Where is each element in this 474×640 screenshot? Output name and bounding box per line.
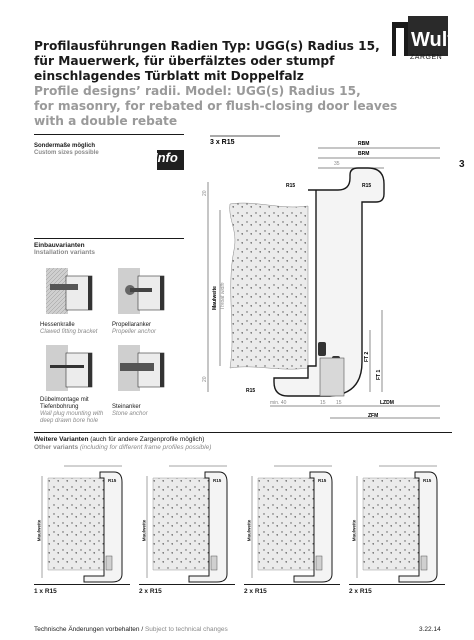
main-title: 3 x R15 <box>210 139 235 146</box>
install-1-de: Hessenkralle <box>40 322 75 328</box>
installation-title-en: Installation variants <box>34 249 96 256</box>
variant-radius-label: R15 <box>213 478 222 483</box>
footer-code: 3.22.14 <box>419 626 441 633</box>
main-drawing: 3 x R15 RBM BRM 35 R15 R15 R15 Maulweite… <box>200 130 452 430</box>
variant-caption: 1 x R15 <box>34 588 57 595</box>
install-1-en: Clawed fitting bracket <box>40 329 98 335</box>
variant-caption-rule <box>244 584 340 585</box>
install-2-en: Propeller anchor <box>112 329 157 335</box>
label-brm: BRM <box>358 151 369 157</box>
install-thumb-3 <box>40 343 100 393</box>
more-note-de: (auch für andere Zargenprofile möglich) <box>90 436 205 443</box>
install-2-de: Propellaranker <box>112 322 152 328</box>
label-r15-b: R15 <box>362 183 371 189</box>
variant-caption: 2 x R15 <box>349 588 372 595</box>
install-thumb-2 <box>112 266 172 316</box>
more-variants-header: Weitere Varianten (auch für andere Zarge… <box>34 436 204 444</box>
variant-caption: 2 x R15 <box>139 588 162 595</box>
label-ft2: FT 2 <box>364 352 370 362</box>
variant-side-label: Maulweite <box>246 519 252 542</box>
label-zfm: ZFM <box>368 413 378 419</box>
label-lzdm: LZDM <box>380 400 394 406</box>
variant-side-label: Maulweite <box>351 519 357 542</box>
install-4-en: Stone anchor <box>112 411 148 417</box>
page-tab: 3 <box>459 159 465 170</box>
info-en: Custom sizes possible <box>34 150 99 156</box>
label-15b: 15 <box>336 400 342 406</box>
info-tag: Info <box>154 150 178 165</box>
info-box: Sondermaße möglich Custom sizes possible… <box>34 134 184 170</box>
install-4-de: Steinanker <box>112 404 141 410</box>
label-throat-width: Throat width <box>220 282 226 310</box>
label-min40: min. 40 <box>270 400 287 406</box>
footer-en: Subject to technical changes <box>144 626 228 633</box>
more-variants-header-en: Other variants (including for different … <box>34 444 211 452</box>
logo-sub: ZARGEN <box>410 54 443 61</box>
install-thumb-1 <box>40 266 100 316</box>
variant-caption: 2 x R15 <box>244 588 267 595</box>
title-de-line-3: einschlagendes Türblatt mit Doppelfalz <box>34 69 304 83</box>
label-20b: 20 <box>202 376 208 382</box>
label-rbm: RBM <box>358 141 369 147</box>
logo-brand: Wulf <box>411 29 448 51</box>
more-title-de: Weitere Varianten <box>34 436 89 443</box>
label-ft1: FT 1 <box>376 370 382 380</box>
title-en-line-2: for masonry, for rebated or flush-closin… <box>34 99 398 113</box>
variant-side-label: Maulweite <box>36 519 42 542</box>
label-15a: 15 <box>320 400 326 406</box>
more-title-en: Other variants <box>34 444 79 451</box>
variant-radius-label: R15 <box>318 478 327 483</box>
variant-radius-label: R15 <box>108 478 117 483</box>
variant-side-label: Maulweite <box>141 519 147 542</box>
variant-caption-rule <box>349 584 445 585</box>
variant-radius-label: R15 <box>423 478 432 483</box>
installation-title-de: Einbauvarianten <box>34 242 85 249</box>
variant-caption-rule <box>139 584 235 585</box>
wulf-logo: Wulf ZARGEN <box>392 16 454 62</box>
label-20a: 20 <box>202 190 208 196</box>
title-de-line-1: Profilausführungen Radien Typ: UGG(s) Ra… <box>34 39 380 53</box>
variant-caption-rule <box>34 584 130 585</box>
footer-sep: / <box>141 626 144 633</box>
title-en-line-1: Profile designs’ radii. Model: UGG(s) Ra… <box>34 84 361 98</box>
title-de-line-2: für Mauerwerk, für überfälztes oder stum… <box>34 54 335 68</box>
label-r15-c: R15 <box>246 388 255 394</box>
more-note-en: (including for different frame profiles … <box>79 444 212 451</box>
footer-de: Technische Änderungen vorbehalten <box>34 626 140 633</box>
footer-left: Technische Änderungen vorbehalten / Subj… <box>34 626 228 633</box>
label-r15-a: R15 <box>286 183 295 189</box>
install-3-de: Dübelmontage mit Tiefenbohrung <box>40 397 89 411</box>
install-3-en: Wall plug mounting with deep drawn bore … <box>40 411 104 425</box>
label-35: 35 <box>334 161 340 167</box>
label-maulweite: Maulweite <box>212 286 218 310</box>
install-thumb-4 <box>112 343 172 393</box>
info-de: Sondermaße möglich <box>34 143 96 149</box>
title-en-line-3: with a double rebate <box>34 114 178 128</box>
